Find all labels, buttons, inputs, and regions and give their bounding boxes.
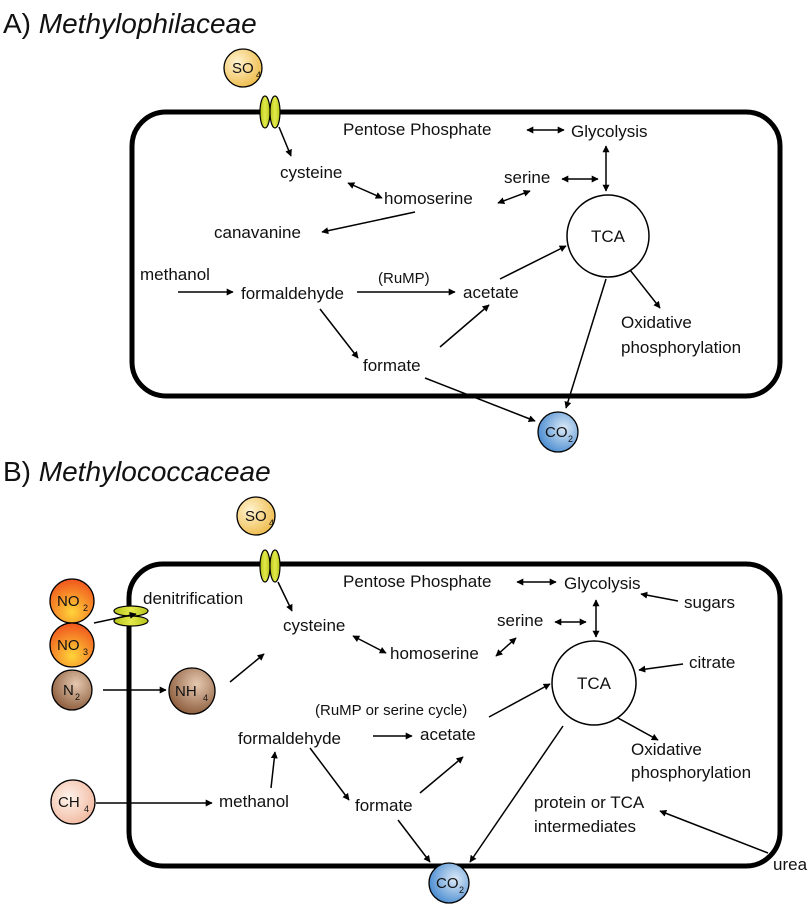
panel-a-so4-molecule: SO 4 (223, 48, 263, 88)
pentose-phosphate-label: Pentose Phosphate (343, 572, 491, 591)
svg-text:4: 4 (256, 70, 261, 80)
formate-label: formate (355, 796, 413, 815)
rump-label: (RuMP) (378, 270, 430, 287)
panel-b-ch4-molecule: CH 4 (50, 779, 96, 825)
panel-a-sulfate-channel (259, 95, 281, 129)
phosphorylation-label: phosphorylation (631, 763, 751, 782)
homoserine-label: homoserine (384, 189, 473, 208)
panel-b-arrows (93, 578, 769, 863)
panel-a-cell-membrane (129, 109, 783, 399)
citrate-label: citrate (689, 653, 735, 672)
panel-a-title: A) Methylophilaceae (3, 8, 257, 39)
acetate-label: acetate (463, 283, 519, 302)
panel-b-nh4-molecule: NH 4 (168, 667, 216, 715)
acetate-label: acetate (420, 725, 476, 744)
glycolysis-label: Glycolysis (571, 122, 648, 141)
rump-serine-cycle-label: (RuMP or serine cycle) (315, 702, 467, 719)
oxidative-label: Oxidative (621, 313, 692, 332)
cysteine-label: cysteine (283, 616, 345, 635)
sugars-label: sugars (684, 593, 735, 612)
methanol-label: methanol (140, 265, 210, 284)
svg-text:2: 2 (83, 603, 88, 613)
panel-a-co2-molecule: CO 2 (537, 411, 579, 453)
svg-text:3: 3 (83, 647, 88, 657)
tca-cycle-circle (551, 640, 637, 726)
panel-b-no2-molecule: NO 2 (49, 578, 95, 624)
panel-a: A) Methylophilaceae SO 4 Pentose Phospha… (3, 8, 783, 453)
svg-text:4: 4 (203, 693, 208, 703)
svg-text:N: N (63, 682, 74, 699)
panel-a-arrows (178, 126, 661, 422)
svg-text:4: 4 (269, 518, 274, 528)
svg-text:SO: SO (232, 60, 254, 77)
homoserine-label: homoserine (390, 644, 479, 663)
panel-b-co2-molecule: CO 2 (428, 862, 470, 904)
phosphorylation-label: phosphorylation (621, 338, 741, 357)
svg-text:NO: NO (57, 593, 80, 610)
svg-text:SO: SO (245, 508, 267, 525)
tca-label: TCA (577, 674, 612, 693)
svg-text:4: 4 (84, 804, 89, 814)
formate-label: formate (363, 356, 421, 375)
glycolysis-label: Glycolysis (564, 574, 641, 593)
svg-text:2: 2 (75, 692, 80, 702)
panel-b: B) Methylococcaceae SO 4 NO 2 NO 3 (3, 456, 808, 904)
protein-tca-label: protein or TCA (534, 793, 645, 812)
svg-text:NH: NH (175, 683, 197, 700)
panel-b-so4-molecule: SO 4 (236, 496, 276, 536)
panel-b-title: B) Methylococcaceae (3, 456, 271, 487)
serine-label: serine (504, 168, 550, 187)
panel-b-nitrate-channel (113, 605, 149, 627)
intermediates-label: intermediates (534, 817, 636, 836)
formaldehyde-label: formaldehyde (238, 729, 341, 748)
svg-text:CO: CO (436, 875, 459, 892)
pentose-phosphate-label: Pentose Phosphate (343, 120, 491, 139)
denitrification-label: denitrification (143, 589, 243, 608)
svg-text:NO: NO (57, 637, 80, 654)
svg-text:2: 2 (459, 885, 464, 895)
formaldehyde-label: formaldehyde (241, 284, 344, 303)
oxidative-label: Oxidative (631, 740, 702, 759)
serine-label: serine (497, 611, 543, 630)
tca-label: TCA (591, 227, 626, 246)
tca-cycle-circle (566, 194, 650, 278)
canavanine-label: canavanine (214, 223, 301, 242)
panel-b-n2-molecule: N 2 (51, 669, 93, 711)
methanol-label: methanol (219, 792, 289, 811)
panel-b-sulfate-channel (259, 549, 281, 583)
svg-text:CH: CH (58, 794, 80, 811)
cysteine-label: cysteine (280, 163, 342, 182)
panel-b-no3-molecule: NO 3 (49, 622, 95, 668)
urea-label: urea (773, 855, 808, 874)
svg-text:2: 2 (568, 434, 573, 444)
svg-text:CO: CO (545, 424, 568, 441)
